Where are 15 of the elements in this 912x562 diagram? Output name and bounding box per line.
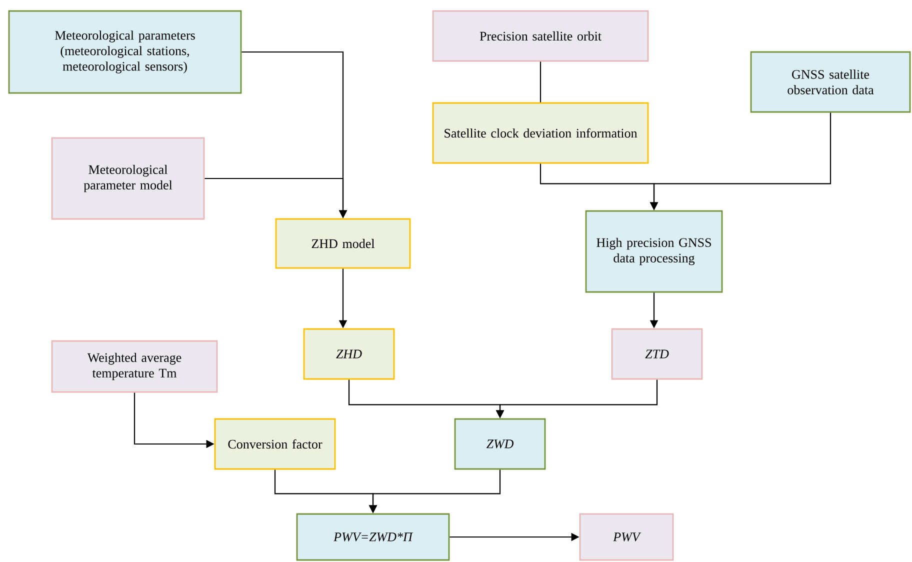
process-box: Meteorological parameters (meteorological stations, meteorological sensors) — [8, 10, 242, 94]
process-box: High precision GNSS data processing — [585, 210, 723, 293]
process-box: ZHD model — [275, 218, 411, 269]
process-box: PWV=ZWD*Π — [296, 513, 450, 561]
process-box: Precision satellite orbit — [432, 10, 649, 62]
process-box: Satellite clock deviation information — [432, 102, 649, 164]
process-box: ZWD — [454, 418, 546, 470]
process-box: PWV — [579, 513, 674, 561]
process-box: ZTD — [611, 328, 703, 380]
connector-line — [540, 62, 542, 102]
process-box: Weighted average temperature Tm — [51, 340, 218, 393]
process-box: GNSS satellite observation data — [750, 51, 911, 113]
process-box: Conversion factor — [214, 418, 336, 470]
process-box: Meteorological parameter model — [51, 137, 205, 220]
process-box: ZHD — [303, 328, 395, 380]
